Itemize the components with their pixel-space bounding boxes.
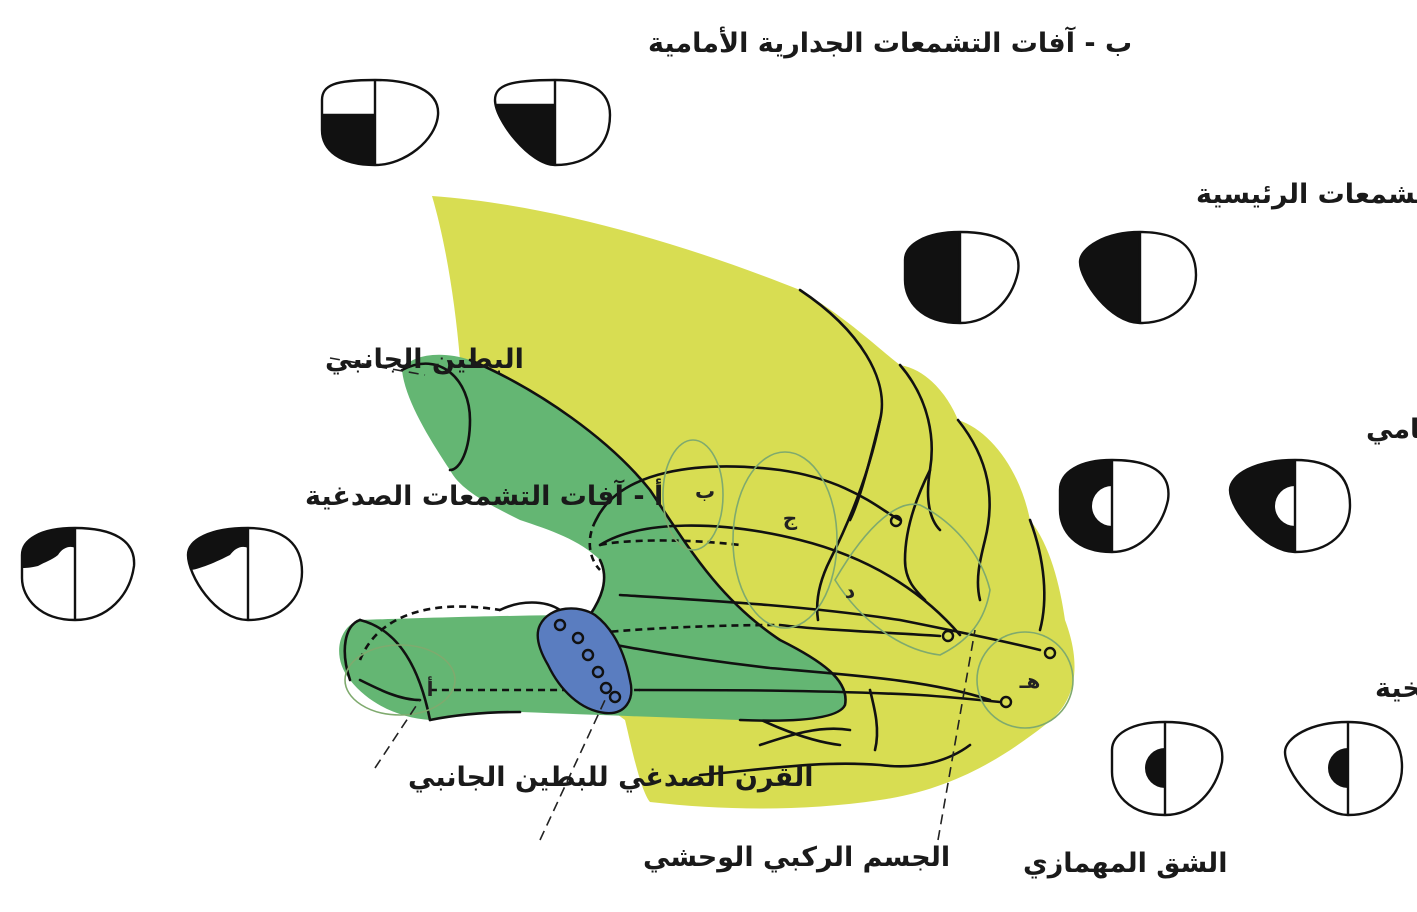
ventricle-outlines [343, 358, 847, 722]
label-lesion-b: ب - آفات التشمعات الجدارية الأمامية [648, 26, 1132, 59]
field-chart-a-left [20, 526, 136, 622]
label-lateral-ventricle: البطين الجانبي [325, 344, 524, 375]
field-chart-a-right [186, 526, 304, 622]
cortex-folds [698, 288, 1046, 777]
region-letter-d: د [845, 579, 855, 603]
leader-lines [329, 357, 976, 841]
label-lesion-d: د - آفات القشر البصري الأمامي [1366, 412, 1417, 445]
label-lesion-a: أ - آفات التشمعات الصدغية [305, 478, 663, 512]
field-chart-d-left [1058, 458, 1170, 554]
field-chart-j-left [903, 230, 1020, 325]
region-letter-a: أ [427, 675, 434, 701]
label-temporal-horn: القرن الصدغي للبطين الجانبي [408, 762, 814, 793]
region-letter-h: هـ [1019, 669, 1041, 693]
field-chart-b-right [493, 78, 612, 167]
field-chart-b-left [320, 78, 440, 167]
label-lgn: الجسم الركبي الوحشي [643, 842, 950, 873]
field-chart-h-right [1283, 720, 1404, 817]
lgn-nuclei [553, 618, 622, 704]
label-lesion-h: هـ - آفات القشر اللطخية [1375, 671, 1417, 704]
field-chart-d-right [1228, 458, 1352, 554]
label-lesion-j: ج - آفات التشمعات الرئيسية [1196, 177, 1417, 210]
field-chart-h-left [1110, 720, 1224, 817]
lateral-ventricle [339, 354, 846, 721]
field-chart-j-right [1078, 230, 1198, 325]
lateral-geniculate-body [536, 607, 633, 715]
region-letter-b: ب [695, 479, 715, 503]
fiber-terminals [889, 514, 1057, 709]
region-letter-j: ج [783, 506, 798, 530]
label-calcarine: الشق المهمازي [1023, 848, 1227, 879]
lesion-regions [344, 439, 1074, 729]
